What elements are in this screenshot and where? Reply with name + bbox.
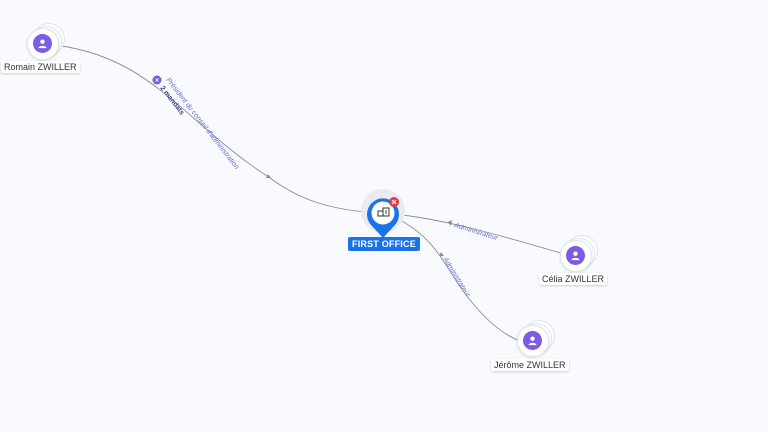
- svg-text:×: ×: [155, 78, 159, 85]
- edge-romain-company: [43, 43, 379, 214]
- edge-arrow: [439, 252, 444, 256]
- person-icon: [566, 246, 585, 265]
- company-label[interactable]: FIRST OFFICE: [348, 237, 420, 251]
- edge-arrow: [266, 174, 271, 178]
- person-label-celia[interactable]: Célia ZWILLER: [539, 273, 608, 285]
- company-node[interactable]: [361, 189, 405, 238]
- person-node-romain[interactable]: [25, 23, 65, 63]
- person-label-jerome[interactable]: Jérôme ZWILLER: [491, 359, 569, 371]
- person-icon: [33, 34, 52, 53]
- person-node-celia[interactable]: [558, 235, 598, 275]
- building-icon: [377, 207, 390, 217]
- person-label-romain[interactable]: Romain ZWILLER: [1, 61, 80, 73]
- edge-celia-company: [391, 213, 575, 258]
- edge-label-jerome-role: Administrateur: [441, 256, 472, 299]
- person-node-jerome[interactable]: [515, 320, 555, 360]
- mandats-badge[interactable]: ×: [152, 75, 162, 85]
- plus-icon[interactable]: [152, 75, 162, 85]
- close-icon[interactable]: [389, 197, 399, 207]
- edge-label-romain-role: Président du conseil d'administration: [164, 77, 240, 171]
- edge-arrow: [448, 220, 452, 226]
- edge-jerome-company: [395, 217, 531, 345]
- edge-label-celia-role: Administrateur: [452, 222, 499, 242]
- person-icon: [523, 331, 542, 350]
